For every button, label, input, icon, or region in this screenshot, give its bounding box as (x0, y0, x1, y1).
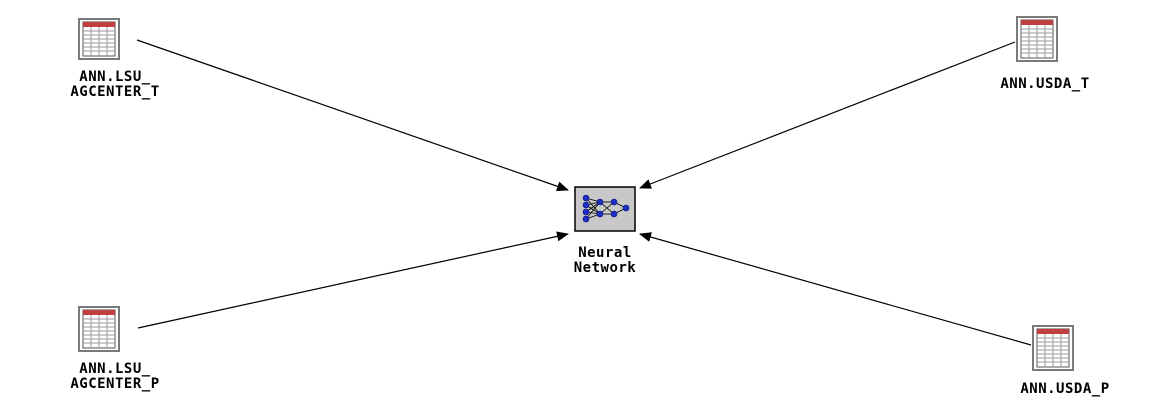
node-ann-lsu-agcenter-p[interactable]: ANN.LSU_ AGCENTER_P (55, 306, 175, 398)
edge-usda-t-to-neural-network (639, 41, 1016, 189)
node-label: ANN.LSU_ AGCENTER_T (60, 70, 170, 100)
data-table-icon[interactable] (1016, 16, 1058, 62)
node-label-line1: ANN.USDA_P (1020, 381, 1110, 397)
node-label: Neural Network (545, 246, 665, 276)
node-label-line1: ANN.USDA_T (1000, 76, 1090, 92)
node-label: ANN.USDA_P (985, 382, 1145, 397)
node-label-line1: Neural (578, 245, 632, 261)
node-ann-lsu-agcenter-t[interactable]: ANN.LSU_ AGCENTER_T (60, 18, 170, 110)
node-ann-usda-t[interactable]: ANN.USDA_T (965, 16, 1125, 96)
edge-lsu-p-to-neural-network (137, 231, 569, 329)
data-table-icon[interactable] (78, 306, 120, 352)
node-label-line2: AGCENTER_P (70, 376, 160, 392)
edge-lsu-t-to-neural-network (136, 39, 569, 192)
data-table-icon[interactable] (78, 18, 120, 60)
node-label: ANN.USDA_T (965, 77, 1125, 92)
node-ann-usda-p[interactable]: ANN.USDA_P (985, 325, 1145, 405)
data-table-icon[interactable] (1032, 325, 1074, 371)
node-label-line2: AGCENTER_T (70, 84, 160, 100)
neural-network-icon[interactable] (574, 186, 636, 232)
node-label-line1: ANN.LSU_ (79, 69, 151, 85)
node-neural-network[interactable]: Neural Network (545, 186, 665, 278)
node-label-line2: Network (573, 260, 637, 276)
node-label-line1: ANN.LSU_ (79, 361, 151, 377)
edge-usda-p-to-neural-network (639, 232, 1032, 346)
node-label: ANN.LSU_ AGCENTER_P (55, 362, 175, 392)
